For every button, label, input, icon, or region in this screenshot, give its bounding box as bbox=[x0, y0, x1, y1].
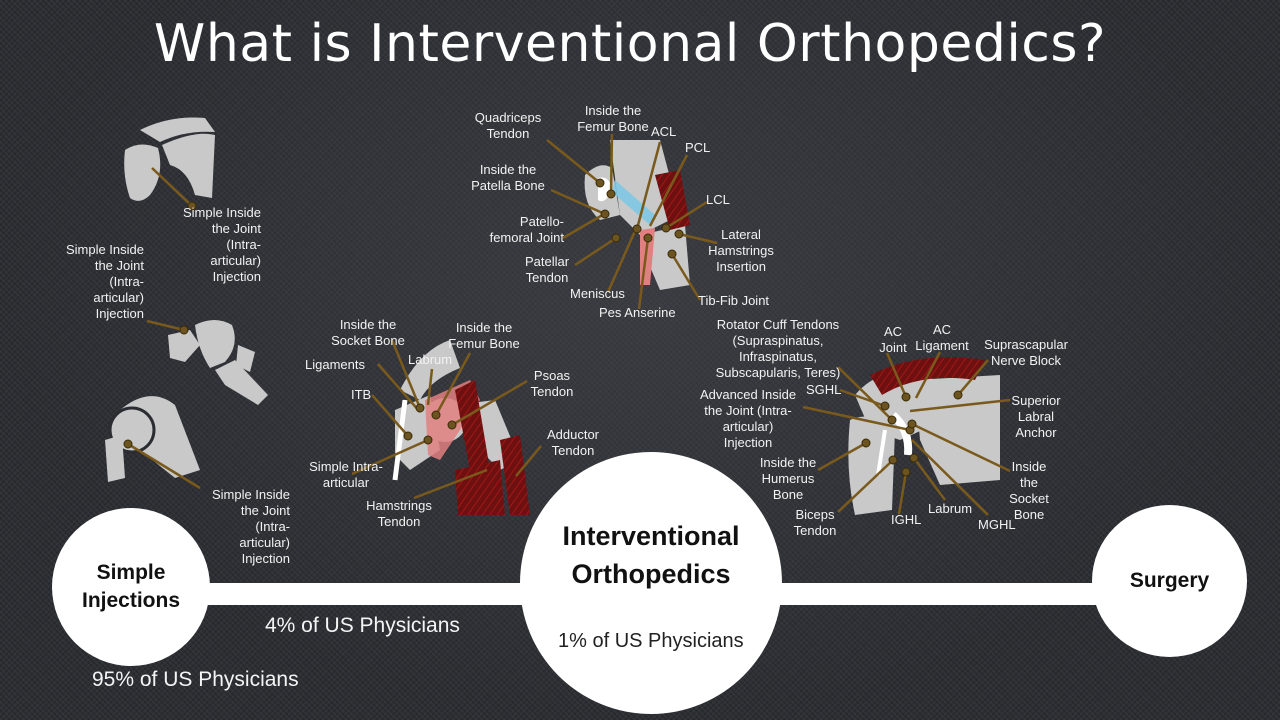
stat-simple: 95% of US Physicians bbox=[92, 668, 299, 691]
label-sh-suprascap: Suprascapular Nerve Block bbox=[984, 337, 1068, 368]
label-hip-labrum: Labrum bbox=[408, 352, 453, 367]
label-knee-pcl: PCL bbox=[685, 140, 711, 155]
label-knee-patellar: Patellar Tendon bbox=[524, 254, 570, 285]
label-knee-lat-ham: Lateral Hamstrings Insertion bbox=[708, 227, 774, 274]
interventional-orthopedics-node: Interventional Orthopedics bbox=[520, 452, 782, 714]
surgery-node: Surgery bbox=[1092, 505, 1247, 657]
label-hip-ligaments: Ligaments bbox=[305, 357, 365, 372]
label-hip-adductor: Adductor Tendon bbox=[546, 427, 600, 458]
ankle-illustration bbox=[168, 320, 268, 405]
label-knee-femur: Inside the Femur Bone bbox=[577, 103, 649, 134]
label-hip-socket: Inside the Socket Bone bbox=[331, 317, 405, 348]
label-knee-patella: Inside the Patella Bone bbox=[471, 162, 545, 193]
leader-lines bbox=[127, 133, 1011, 516]
label-sh-biceps: Biceps Tendon bbox=[793, 507, 837, 538]
label-knee-lcl: LCL bbox=[706, 192, 730, 207]
label-sh-socket: Inside the Socket Bone bbox=[1009, 459, 1049, 522]
label-sh-ac-joint: AC Joint bbox=[879, 324, 907, 355]
hip-interventional-illustration bbox=[392, 340, 530, 515]
shoulder-simple-illustration bbox=[124, 117, 215, 201]
simple-injections-node: Simple Injections bbox=[52, 508, 210, 666]
label-knee-meniscus: Meniscus bbox=[570, 286, 625, 301]
hip-simple-illustration bbox=[105, 396, 200, 482]
label-sh-sghl: SGHL bbox=[806, 382, 842, 397]
label-sh-rotator: Rotator Cuff Tendons (Supraspinatus, Inf… bbox=[715, 317, 841, 380]
label-hip-femur: Inside the Femur Bone bbox=[448, 320, 520, 351]
label-ankle-simple: Simple Inside the Joint (Intra- articula… bbox=[65, 242, 144, 321]
stat-interventional: 1% of US Physicians bbox=[558, 630, 744, 652]
label-sh-ac-lig: AC Ligament bbox=[915, 322, 969, 353]
label-knee-pes: Pes Anserine bbox=[599, 305, 676, 320]
label-sh-humerus: Inside the Humerus Bone bbox=[759, 455, 817, 502]
label-knee-acl: ACL bbox=[651, 124, 677, 139]
label-hip-itb: ITB bbox=[351, 387, 372, 402]
label-knee-tibfib: Tib-Fib Joint bbox=[698, 293, 770, 308]
label-hip-simple: Simple Inside the Joint (Intra- articula… bbox=[211, 487, 290, 566]
label-hip-hamstrings: Hamstrings Tendon bbox=[366, 498, 432, 529]
stat-between: 4% of US Physicians bbox=[265, 614, 460, 637]
label-knee-quad: Quadriceps Tendon bbox=[474, 110, 542, 141]
anatomy-marker-dots bbox=[123, 178, 963, 477]
label-knee-pf: Patello- femoral Joint bbox=[489, 214, 564, 245]
label-sh-advanced: Advanced Inside the Joint (Intra- articu… bbox=[699, 387, 797, 450]
label-sh-mghl: MGHL bbox=[978, 517, 1016, 532]
label-hip-intra: Simple Intra- articular bbox=[309, 459, 383, 490]
label-hip-psoas: Psoas Tendon bbox=[530, 368, 574, 399]
label-sh-ighl: IGHL bbox=[891, 512, 922, 527]
label-shoulder-simple: Simple Inside the Joint (Intra- articula… bbox=[182, 205, 261, 284]
label-sh-superior: Superior Labral Anchor bbox=[1011, 393, 1061, 440]
page-title: What is Interventional Orthopedics? bbox=[153, 14, 1107, 74]
label-sh-labrum: Labrum bbox=[928, 501, 973, 516]
